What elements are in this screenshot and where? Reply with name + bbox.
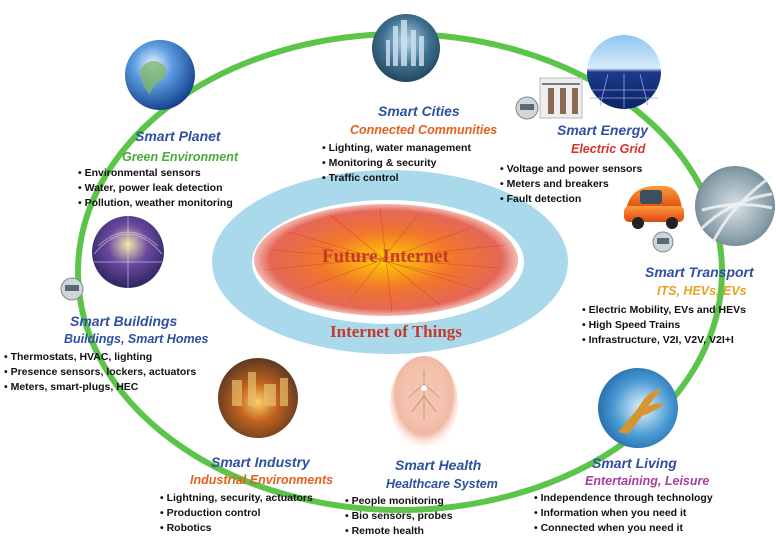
list-item: Environmental sensors xyxy=(78,166,233,181)
list-item: Meters, smart-plugs, HEC xyxy=(4,380,196,395)
smart-energy-list: Voltage and power sensors Meters and bre… xyxy=(500,162,643,207)
smart-buildings-subtitle: Buildings, Smart Homes xyxy=(64,332,209,346)
list-item: Electric Mobility, EVs and HEVs xyxy=(582,303,746,318)
list-item: Voltage and power sensors xyxy=(500,162,643,177)
factory-icon xyxy=(218,358,298,438)
smart-living-list: Independence through technology Informat… xyxy=(534,491,713,536)
list-item: Thermostats, HVAC, lighting xyxy=(4,350,196,365)
list-item: Production control xyxy=(160,506,313,521)
list-item: Fault detection xyxy=(500,192,642,207)
smart-cities-title: Smart Cities xyxy=(378,103,460,119)
smart-industry-title: Smart Industry xyxy=(211,454,310,470)
smart-industry-list: Lightning, security, actuators Productio… xyxy=(160,491,313,536)
dome-lines xyxy=(93,216,163,288)
list-item: Information when you need it xyxy=(534,506,713,521)
smart-cities-subtitle: Connected Communities xyxy=(350,123,498,137)
list-item: People monitoring xyxy=(345,494,453,509)
transformer-icon xyxy=(539,77,583,119)
meter-icon-buildings xyxy=(60,277,84,301)
smart-planet-title: Smart Planet xyxy=(135,128,221,144)
list-item: Lighting, water management xyxy=(322,141,471,156)
smart-health-title: Smart Health xyxy=(395,457,482,473)
smart-energy-subtitle: Electric Grid xyxy=(571,142,646,156)
list-item: Independence through technology xyxy=(534,491,713,506)
smart-transport-subtitle: ITS, HEVs, EVs xyxy=(657,284,747,298)
smart-industry-subtitle: Industrial Environments xyxy=(190,473,334,487)
highway-lanes xyxy=(698,174,773,245)
factory-machinery xyxy=(232,372,288,406)
list-item: Robotics xyxy=(160,521,313,536)
city-towers xyxy=(386,20,424,66)
future-internet-label: Future Internet xyxy=(322,246,449,267)
list-item: Lightning, security, actuators xyxy=(160,491,313,506)
hand-silhouette xyxy=(618,388,664,434)
smart-buildings-title: Smart Buildings xyxy=(70,313,178,329)
list-item: Monitoring & security xyxy=(322,156,471,171)
list-item: Pollution, weather monitoring xyxy=(78,196,233,211)
solar-panel-icon xyxy=(587,35,661,109)
meter-icon-transport xyxy=(652,231,674,253)
human-body-icon xyxy=(390,356,458,452)
list-item: Presence sensors, lockers, actuators xyxy=(4,365,197,380)
list-item: Remote health xyxy=(345,524,453,539)
smart-planet-subtitle: Green Environment xyxy=(122,150,238,164)
list-item: Traffic control xyxy=(322,171,471,186)
smart-health-list: People monitoring Bio sensors, probes Re… xyxy=(345,494,453,539)
smart-buildings-list: Thermostats, HVAC, lighting Presence sen… xyxy=(4,350,197,395)
solar-grid xyxy=(590,73,658,108)
list-item: Connected when you need it xyxy=(534,521,713,536)
list-item: Bio sensors, probes xyxy=(345,509,453,524)
meter-icon xyxy=(515,96,539,120)
network-mesh-icon xyxy=(264,207,506,313)
smart-transport-title: Smart Transport xyxy=(645,264,754,280)
list-item: High Speed Trains xyxy=(582,318,746,333)
list-item: Meters and breakers xyxy=(500,177,642,192)
smart-transport-list: Electric Mobility, EVs and HEVs High Spe… xyxy=(582,303,746,348)
smart-health-subtitle: Healthcare System xyxy=(386,477,498,491)
smart-planet-list: Environmental sensors Water, power leak … xyxy=(78,166,233,211)
smart-energy-title: Smart Energy xyxy=(557,122,649,138)
smart-living-title: Smart Living xyxy=(592,455,677,471)
list-item: Water, power leak detection xyxy=(78,181,233,196)
internet-of-things-label: Internet of Things xyxy=(330,322,462,341)
list-item: Infrastructure, V2I, V2V, V2I+I xyxy=(582,333,746,348)
smart-living-subtitle: Entertaining, Leisure xyxy=(585,474,710,488)
earth-continent xyxy=(140,61,167,94)
smart-cities-list: Lighting, water management Monitoring & … xyxy=(322,141,471,186)
